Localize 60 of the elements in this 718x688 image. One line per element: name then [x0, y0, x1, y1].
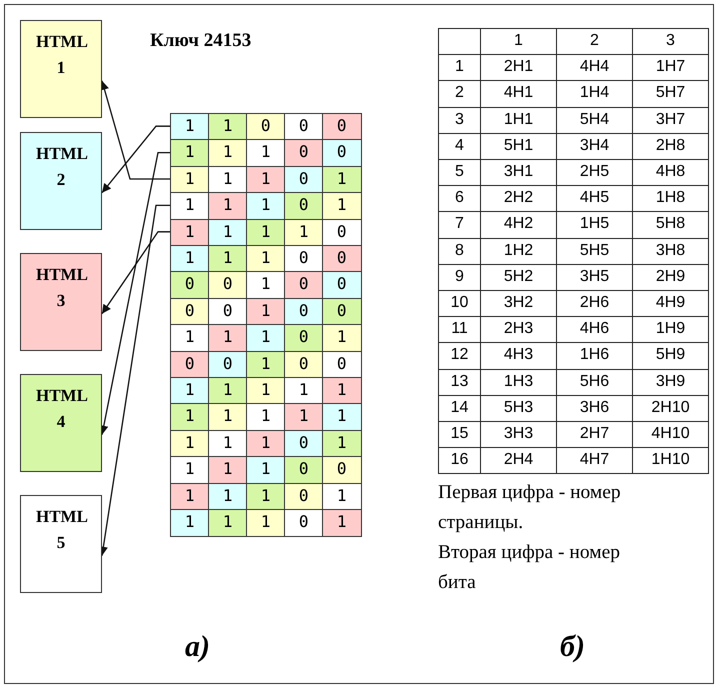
bit-cell: 1: [170, 403, 210, 432]
bit-cell: 1: [246, 192, 286, 220]
bit-cell: 0: [170, 271, 210, 300]
panel-label: б): [560, 630, 586, 665]
bit-cell: 1: [322, 324, 362, 352]
bit-cell: 1: [322, 482, 362, 510]
bit-cell: 1: [208, 324, 248, 352]
bit-cell: 1: [246, 509, 286, 537]
page-box: HTML 2: [20, 132, 102, 230]
bit-cell: 0: [322, 350, 362, 378]
bit-cell: 0: [322, 139, 362, 168]
panel-label: а): [185, 630, 211, 665]
bit-cell: 1: [170, 509, 210, 537]
bit-cell: 0: [284, 324, 324, 352]
bit-cell: 0: [322, 218, 362, 246]
bit-cell: 0: [284, 139, 324, 168]
bit-cell: 0: [284, 192, 324, 220]
bit-cell: 1: [246, 456, 286, 484]
bit-cell: 1: [208, 509, 248, 537]
bit-cell: 0: [322, 456, 362, 484]
bit-cell: 1: [322, 403, 362, 432]
bit-cell: 1: [322, 192, 362, 220]
bit-cell: 1: [246, 271, 286, 300]
table-cell: 1Н10: [632, 447, 709, 474]
bit-cell: 0: [322, 271, 362, 300]
bit-cell: 1: [170, 324, 210, 352]
bit-cell: 1: [170, 139, 210, 168]
bit-cell: 1: [246, 139, 286, 168]
page-box: HTML 4: [20, 374, 102, 472]
bit-cell: 1: [208, 139, 248, 168]
page-box: HTML 1: [20, 20, 102, 118]
note-text: Первая цифра - номер страницы.: [438, 481, 622, 535]
bit-cell: 0: [208, 271, 248, 300]
bit-cell: 1: [208, 403, 248, 432]
bit-cell: 1: [170, 456, 210, 484]
bit-cell: 1: [208, 456, 248, 484]
bit-cell: 1: [322, 377, 362, 405]
bit-cell: 0: [322, 113, 362, 141]
bit-cell: 1: [322, 166, 362, 194]
arrow: [101, 231, 170, 314]
table-cell: 16: [438, 447, 481, 474]
arrow: [100, 80, 170, 180]
bit-cell: 0: [284, 509, 324, 537]
bit-cell: 1: [170, 192, 210, 220]
bit-cell: 1: [322, 509, 362, 537]
key-title: Ключ 24153: [150, 30, 252, 53]
bit-cell: 1: [246, 403, 286, 432]
page-box: HTML 3: [20, 253, 102, 351]
bit-cell: 1: [284, 403, 324, 432]
note-text: Вторая цифра - номер бита: [438, 541, 621, 595]
bit-cell: 0: [284, 456, 324, 484]
arrow: [102, 126, 170, 194]
bit-cell: 0: [284, 271, 324, 300]
bit-cell: 1: [322, 430, 362, 458]
bit-cell: 0: [322, 298, 362, 326]
bit-cell: 0: [322, 245, 362, 273]
bit-cell: 1: [208, 192, 248, 220]
table-cell: 3: [632, 28, 709, 56]
page-box: HTML 5: [20, 495, 102, 593]
bit-cell: 1: [246, 324, 286, 352]
